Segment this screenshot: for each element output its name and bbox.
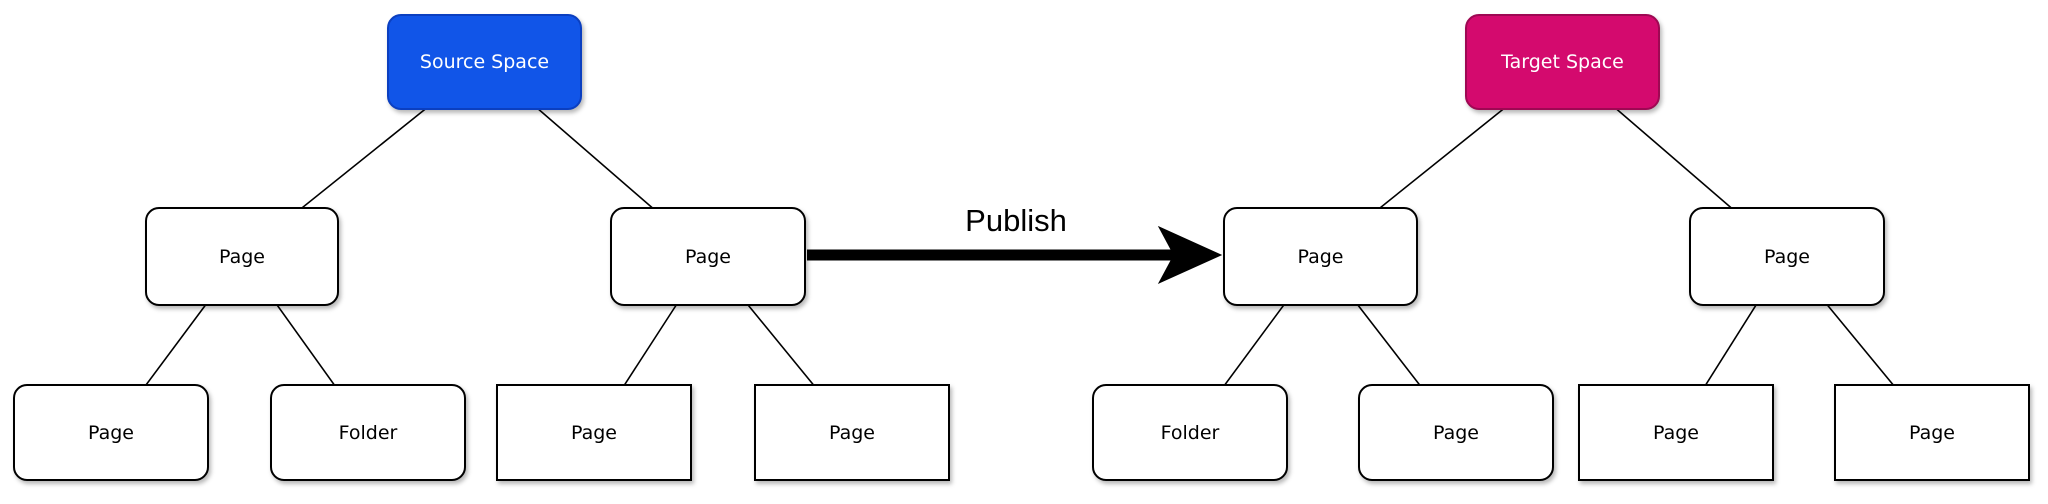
publish-arrowhead — [1157, 225, 1223, 285]
node-target-space-label: Target Space — [1501, 51, 1624, 73]
node-page-label: Page — [685, 245, 731, 268]
node-page: Page — [1358, 384, 1554, 481]
tree-edges — [110, 61, 1933, 433]
node-page-label: Page — [1653, 421, 1699, 444]
node-page-label: Page — [219, 245, 265, 268]
node-folder-label: Folder — [1160, 421, 1220, 444]
node-page-label: Page — [1909, 421, 1955, 444]
node-page: Page — [496, 384, 692, 481]
node-page: Page — [1834, 384, 2030, 481]
node-page: Page — [1223, 207, 1418, 306]
node-page: Page — [1689, 207, 1885, 306]
node-page-label: Page — [1297, 245, 1344, 268]
node-page: Page — [754, 384, 950, 481]
node-target-space: Target Space — [1465, 14, 1660, 110]
node-folder-label: Folder — [338, 421, 398, 444]
node-page: Page — [13, 384, 209, 481]
node-page: Page — [145, 207, 339, 306]
node-folder: Folder — [270, 384, 466, 481]
node-source-space-label: Source Space — [419, 51, 550, 73]
node-page-label: Page — [1764, 245, 1810, 268]
node-page-label: Page — [88, 421, 134, 444]
node-page-label: Page — [829, 421, 875, 444]
node-page-label: Page — [1433, 421, 1479, 444]
node-page: Page — [1578, 384, 1774, 481]
publish-label: Publish — [965, 203, 1067, 238]
node-page: Page — [610, 207, 806, 306]
node-folder: Folder — [1092, 384, 1288, 481]
node-source-space: Source Space — [387, 14, 582, 110]
node-page-label: Page — [571, 421, 617, 444]
publish-arrow — [807, 225, 1223, 285]
